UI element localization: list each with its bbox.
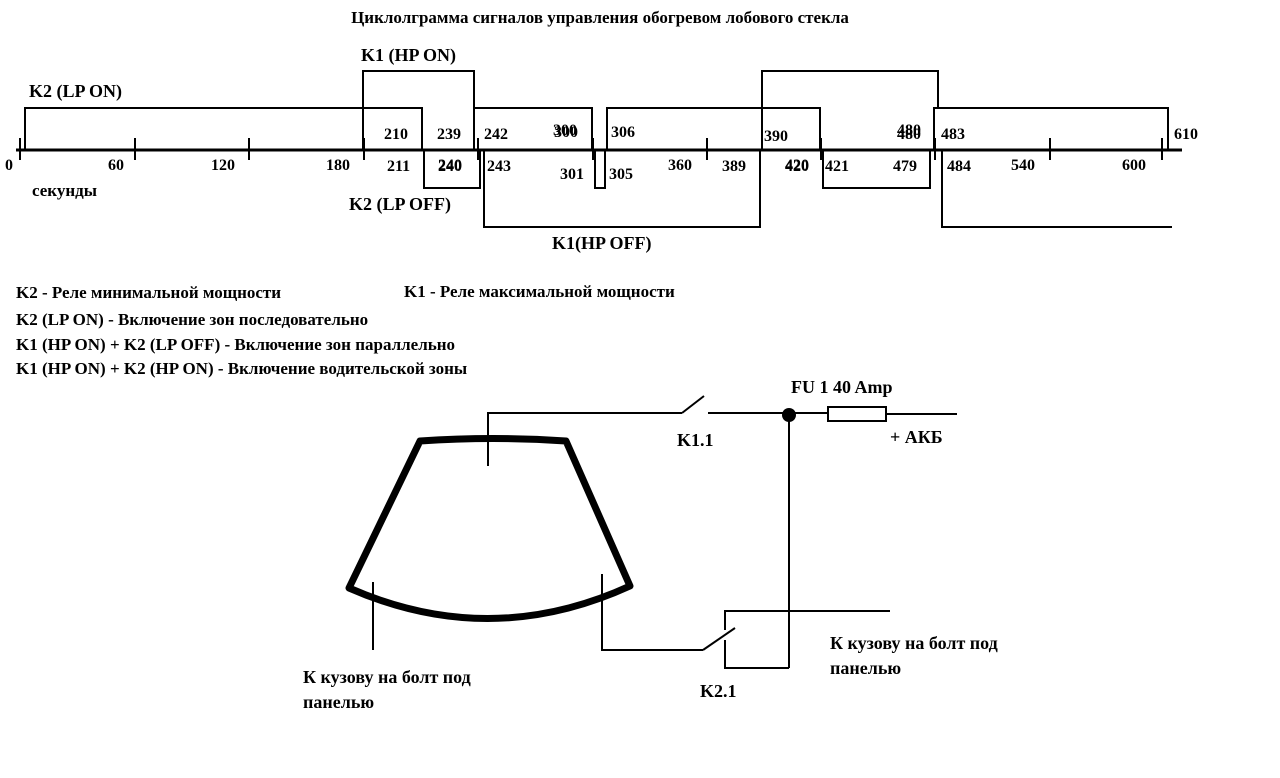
axis-tick-label: 540: [1011, 157, 1035, 174]
k1-hp-off-pulse: [941, 150, 1172, 228]
k2-lower-wire: [724, 640, 789, 669]
axis-tick-label: 120: [211, 157, 235, 174]
legend-line: K1 (HP ON) + K2 (HP ON) - Включение води…: [16, 359, 467, 378]
legend-line: K1 (HP ON) + K2 (LP OFF) - Включение зон…: [16, 335, 455, 354]
k1-wire: [487, 412, 682, 466]
time-mark: 390: [764, 128, 788, 145]
axis-unit-label: секунды: [32, 181, 97, 200]
k2-switch-contact: [702, 627, 736, 651]
time-mark: 300: [554, 124, 578, 141]
timing-diagram: 0 60 120 180 240 300 360 420 480 540 600…: [5, 45, 1198, 254]
time-mark: 483: [941, 126, 965, 143]
time-mark: 421: [825, 158, 849, 175]
k2-lp-off-pulse: [423, 150, 481, 189]
time-mark: 240: [438, 158, 462, 175]
k2-lp-off-pulse: [822, 150, 931, 189]
fuse-symbol: [827, 406, 887, 422]
time-mark: 301: [560, 166, 584, 183]
legend-k1: K1 - Реле максимальной мощности: [404, 282, 675, 301]
legend: K2 - Реле минимальной мощности K1 - Реле…: [16, 282, 675, 378]
k2-ground-wire: [724, 610, 890, 630]
legend-k2: K2 - Реле минимальной мощности: [16, 283, 281, 302]
axis-tick-label: 0: [5, 157, 13, 174]
k2-lp-on-pulse: [606, 107, 821, 150]
k2-wire: [601, 574, 703, 651]
legend-line: K2 (LP ON) - Включение зон последователь…: [16, 310, 368, 329]
axis-tick-label: 360: [668, 157, 692, 174]
k1-hp-on-label: K1 (HP ON): [361, 45, 456, 66]
k2-switch-label: K2.1: [700, 681, 737, 701]
axis-tick-label: 180: [326, 157, 350, 174]
k2-lp-off-pulse: [594, 150, 606, 189]
time-mark: 306: [611, 124, 635, 141]
fuse-label: FU 1 40 Amp: [791, 377, 893, 397]
axis-end-label: 610: [1174, 126, 1198, 143]
ground-left-label: панелью: [303, 692, 374, 712]
k1-hp-off-label: K1(HP OFF): [552, 233, 651, 254]
k2-lp-on-pulse: [24, 107, 423, 150]
k2-lp-on-label: K2 (LP ON): [29, 81, 122, 102]
k1-switch-label: K1.1: [677, 430, 714, 450]
k1-switch-contact: [681, 395, 705, 414]
axis-tick-label: 300: [553, 122, 577, 139]
time-mark: 484: [947, 158, 971, 175]
time-mark: 305: [609, 166, 633, 183]
axis-tick-label: 420: [785, 157, 809, 174]
time-mark: 389: [722, 158, 746, 175]
time-mark: 480: [897, 126, 921, 143]
battery-label: + АКБ: [890, 427, 943, 447]
time-mark: 239: [437, 126, 461, 143]
k2-lp-off-label: K2 (LP OFF): [349, 194, 451, 215]
axis-tick-label: 60: [108, 157, 124, 174]
time-mark: 242: [484, 126, 508, 143]
time-mark: 243: [487, 158, 511, 175]
ground-left-label: К кузову на болт под: [303, 667, 471, 687]
k1-hp-on-pulse: [362, 70, 475, 150]
windshield-heater-element: [345, 435, 634, 622]
ground-right-label: панелью: [830, 658, 901, 678]
time-mark: 210: [384, 126, 408, 143]
axis-tick-label: 240: [438, 157, 462, 174]
time-mark: 479: [893, 158, 917, 175]
k2-lp-on-pulse: [473, 107, 593, 150]
time-mark: 211: [387, 158, 410, 175]
axis-tick-label: 480: [897, 122, 921, 139]
k1-hp-off-pulse: [483, 150, 761, 228]
circuit: FU 1 40 Amp + АКБ K1.1 K2.1 К кузову на …: [303, 377, 998, 712]
diagram-title: Циклолграмма сигналов управления обогрев…: [351, 8, 849, 27]
axis-tick-label: 600: [1122, 157, 1146, 174]
ground-right-label: К кузову на болт под: [830, 633, 998, 653]
k1-hp-on-pulse: [761, 70, 939, 150]
time-mark: 420: [785, 158, 809, 175]
k2-lp-on-pulse: [933, 107, 1169, 150]
